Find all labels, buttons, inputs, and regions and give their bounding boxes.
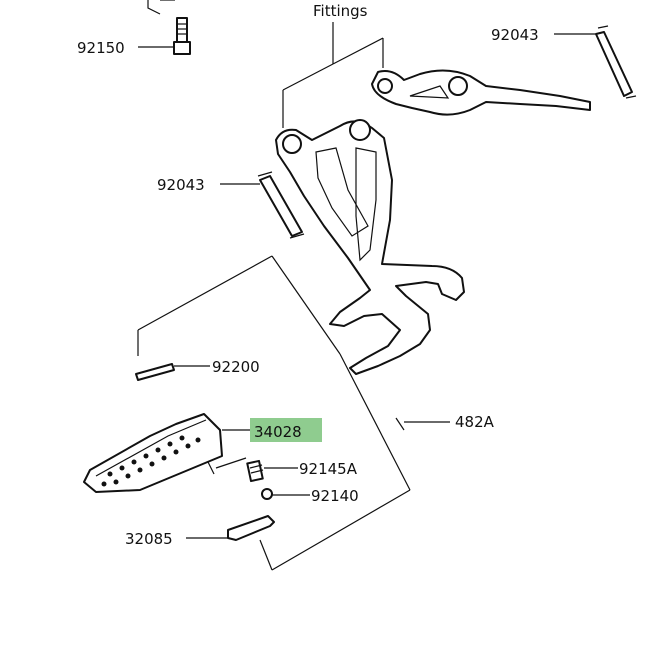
label-92150[interactable]: 92150: [77, 39, 125, 57]
label-92043-top[interactable]: 92043: [491, 26, 539, 44]
label-fittings[interactable]: Fittings: [313, 2, 368, 20]
label-92140[interactable]: 92140: [311, 487, 359, 505]
clip-32085[interactable]: [227, 515, 275, 541]
rod-92043-top[interactable]: [595, 25, 637, 99]
assembly-guide-line: [271, 255, 341, 355]
rod-92043-mid[interactable]: [257, 171, 305, 239]
bolt-92150[interactable]: [147, 0, 191, 55]
label-32085[interactable]: 32085: [125, 530, 173, 548]
highlight-34028: [250, 418, 322, 442]
fastener-482a[interactable]: [395, 417, 405, 431]
footpeg-tread-pattern: [101, 435, 201, 487]
label-92200[interactable]: 92200: [212, 358, 260, 376]
fittings-bracket-lines: [282, 22, 384, 128]
label-482a[interactable]: 482A: [455, 413, 495, 431]
rear-bracket[interactable]: [371, 69, 591, 116]
ball-92140[interactable]: [261, 488, 273, 500]
label-92043-mid[interactable]: 92043: [157, 176, 205, 194]
footpeg-34028[interactable]: [83, 413, 223, 493]
spring-92145a[interactable]: [207, 457, 264, 483]
label-34028[interactable]: 34028: [254, 423, 302, 441]
footrest-bracket[interactable]: [275, 119, 465, 375]
lower-assembly-outline: [137, 255, 411, 571]
label-92145a[interactable]: 92145A: [299, 460, 358, 478]
pin-92200[interactable]: [135, 363, 175, 381]
